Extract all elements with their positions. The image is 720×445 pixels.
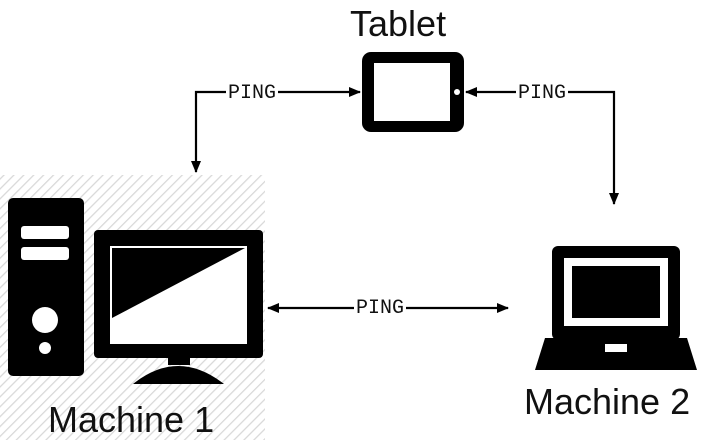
edge-label-tablet-machine2: PING [516, 82, 569, 105]
edge-label-tablet-machine1: PING [226, 82, 279, 105]
tablet-label: Tablet [350, 3, 447, 44]
edge-tablet-machine2 [465, 87, 619, 205]
edge-label-machine1-machine2: PING [354, 297, 407, 320]
edge-tablet-machine1 [191, 87, 361, 173]
tablet-icon [362, 52, 464, 132]
machine1-label: Machine 1 [48, 399, 215, 440]
laptop-icon [535, 246, 697, 370]
desktop-computer-icon [8, 198, 263, 384]
machine2-label: Machine 2 [524, 381, 691, 422]
